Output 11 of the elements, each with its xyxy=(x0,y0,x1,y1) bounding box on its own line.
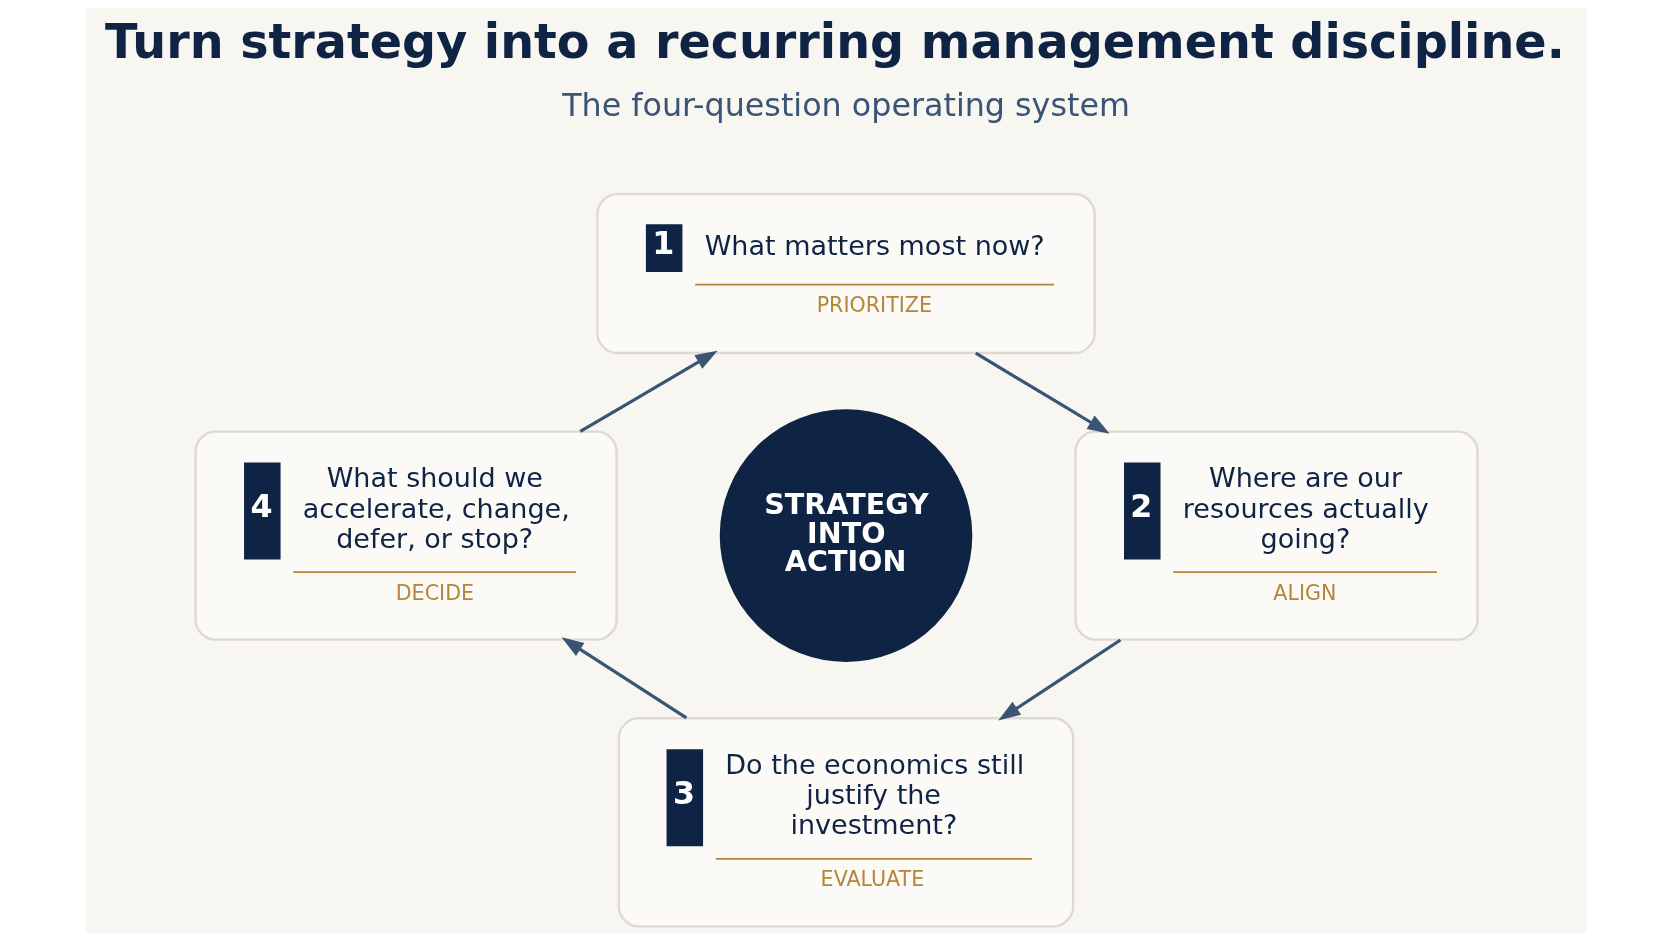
arrow xyxy=(579,350,718,433)
node-box: 3 Do the economics still justify the investment? EVALUATE xyxy=(617,717,1074,928)
arrow xyxy=(974,351,1110,434)
diagram-title: Turn strategy into a recurring management discipline. xyxy=(104,13,1565,69)
node-circle: STRATEGY INTO ACTION xyxy=(719,409,972,662)
arrow xyxy=(997,638,1121,721)
node-box: 1 What matters most now? PRIORITIZE xyxy=(595,192,1096,355)
node-box: 2 Where are our resources actually going? ALIGN xyxy=(1073,430,1479,641)
arrow xyxy=(561,637,687,720)
label: The four-question operating system xyxy=(561,87,1130,124)
node-box: 4 What should we accelerate, change, defer, or stop? DECIDE xyxy=(193,430,618,641)
